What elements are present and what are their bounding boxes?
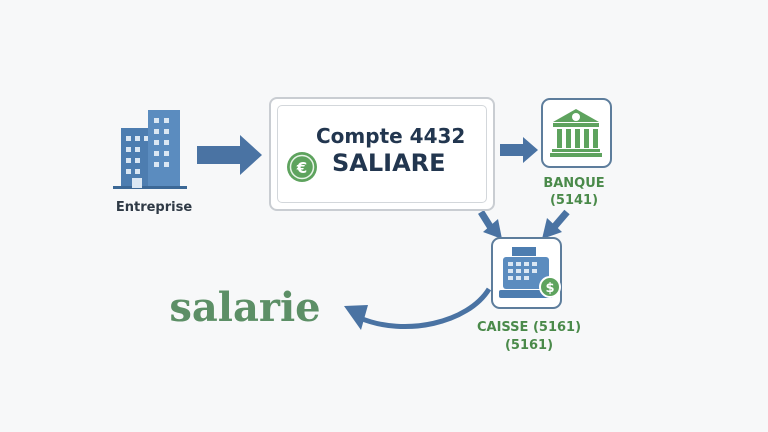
caisse-code: (5161) <box>504 338 554 353</box>
cash-register-icon: $ <box>491 237 562 309</box>
bank-building-icon <box>541 98 612 168</box>
arrow-entreprise-to-account <box>197 135 262 175</box>
svg-text:$: $ <box>545 281 554 296</box>
account-name: SALIARE <box>332 149 446 177</box>
entreprise-label: Entreprise <box>115 200 193 215</box>
arrow-banque-to-caisse <box>542 209 570 239</box>
salarie-label: salarie <box>169 284 321 331</box>
account-title: Compte 4432 <box>316 124 466 148</box>
banque-code: (5141) <box>549 193 599 208</box>
arrow-account-to-banque <box>500 137 538 163</box>
office-building-icon <box>113 110 187 189</box>
arrow-account-to-caisse <box>478 210 502 239</box>
banque-label: BANQUE <box>543 176 605 191</box>
arrow-caisse-to-salarie <box>344 287 492 330</box>
caisse-label: CAISSE (5161) <box>476 320 582 335</box>
